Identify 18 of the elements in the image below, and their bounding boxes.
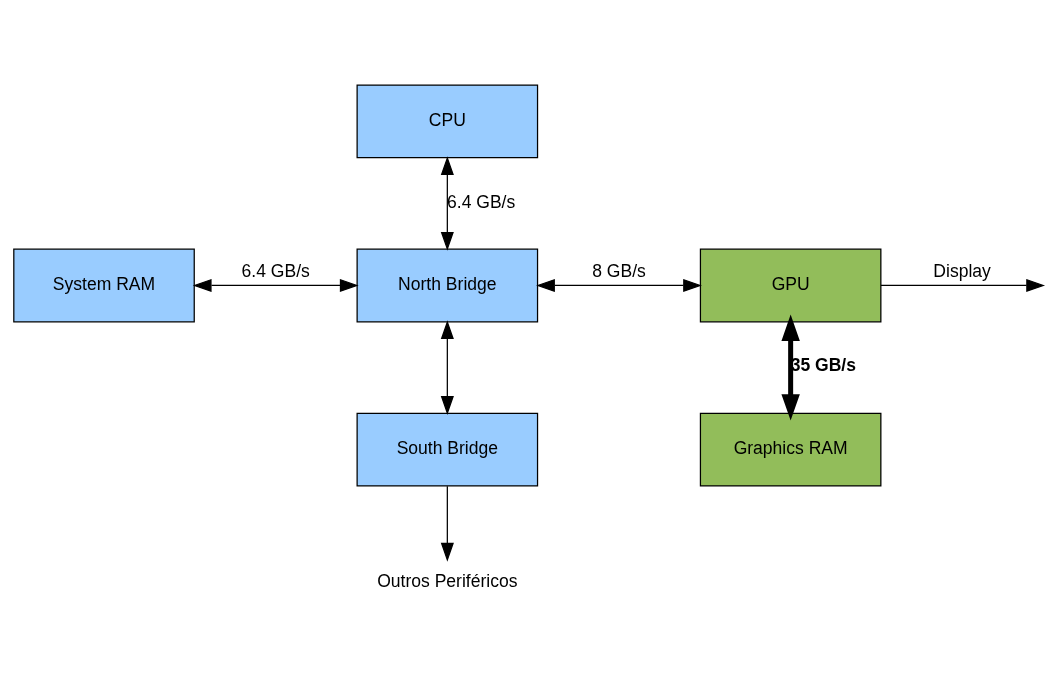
node-box: CPU bbox=[356, 83, 539, 158]
edge-label: 8 GB/s bbox=[592, 260, 646, 281]
edge-label: Display bbox=[933, 260, 991, 281]
arrow bbox=[440, 155, 454, 251]
edge-label: 6.4 GB/s bbox=[241, 260, 310, 281]
node-box: GPU bbox=[699, 248, 882, 322]
node-box: North Bridge bbox=[356, 248, 539, 322]
edge-label: 6.4 GB/s bbox=[447, 191, 516, 212]
arrow bbox=[440, 319, 454, 415]
node-box: South Bridge bbox=[356, 412, 539, 487]
arrow bbox=[440, 485, 454, 562]
arrow bbox=[192, 278, 359, 292]
arrow bbox=[536, 278, 702, 292]
arrow bbox=[781, 314, 800, 421]
node-box: Graphics RAM bbox=[699, 412, 882, 487]
node-box: System RAM bbox=[13, 248, 195, 322]
arrow bbox=[880, 278, 1046, 292]
node-text: Outros Periféricos bbox=[377, 570, 518, 591]
